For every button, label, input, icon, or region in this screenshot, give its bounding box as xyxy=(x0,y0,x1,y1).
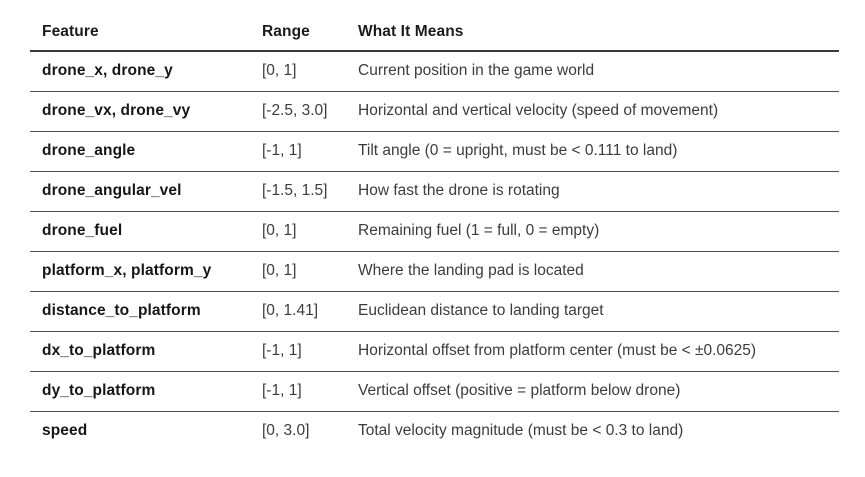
range-cell: [0, 1] xyxy=(262,251,358,292)
range-cell: [-1.5, 1.5] xyxy=(262,171,358,212)
feature-name-cell: dx_to_platform xyxy=(30,331,262,372)
header-row: Feature Range What It Means xyxy=(30,13,839,52)
feature-name-cell: dy_to_platform xyxy=(30,371,262,412)
meaning-cell: Horizontal and vertical velocity (speed … xyxy=(358,91,839,132)
feature-name-cell: distance_to_platform xyxy=(30,291,262,332)
table-row: dy_to_platform [-1, 1] Vertical offset (… xyxy=(30,371,839,412)
column-header-meaning: What It Means xyxy=(358,13,839,52)
column-header-range: Range xyxy=(262,13,358,52)
table-row: distance_to_platform [0, 1.41] Euclidean… xyxy=(30,291,839,332)
feature-name-cell: drone_x, drone_y xyxy=(30,51,262,92)
table-row: drone_angle [-1, 1] Tilt angle (0 = upri… xyxy=(30,131,839,172)
table-row: drone_angular_vel [-1.5, 1.5] How fast t… xyxy=(30,171,839,212)
table-row: drone_vx, drone_vy [-2.5, 3.0] Horizonta… xyxy=(30,91,839,132)
range-cell: [0, 1] xyxy=(262,211,358,252)
table-row: drone_fuel [0, 1] Remaining fuel (1 = fu… xyxy=(30,211,839,252)
table-body: drone_x, drone_y [0, 1] Current position… xyxy=(30,51,839,451)
table-header: Feature Range What It Means xyxy=(30,13,839,52)
feature-name-cell: drone_fuel xyxy=(30,211,262,252)
feature-table-container: Feature Range What It Means drone_x, dro… xyxy=(30,13,839,451)
feature-table: Feature Range What It Means drone_x, dro… xyxy=(30,13,839,451)
feature-name-cell: drone_vx, drone_vy xyxy=(30,91,262,132)
feature-name-cell: drone_angular_vel xyxy=(30,171,262,212)
meaning-cell: Vertical offset (positive = platform bel… xyxy=(358,371,839,412)
table-row: speed [0, 3.0] Total velocity magnitude … xyxy=(30,411,839,451)
meaning-cell: How fast the drone is rotating xyxy=(358,171,839,212)
feature-name-cell: speed xyxy=(42,422,88,440)
table-row: platform_x, platform_y [0, 1] Where the … xyxy=(30,251,839,292)
range-cell: [0, 3.0] xyxy=(262,422,310,440)
meaning-cell: Horizontal offset from platform center (… xyxy=(358,331,839,372)
range-cell: [-1, 1] xyxy=(262,371,358,412)
feature-name-cell: platform_x, platform_y xyxy=(30,251,262,292)
meaning-cell: Euclidean distance to landing target xyxy=(358,291,839,332)
meaning-cell: Total velocity magnitude (must be < 0.3 … xyxy=(358,422,684,440)
range-cell: [-1, 1] xyxy=(262,331,358,372)
meaning-cell: Where the landing pad is located xyxy=(358,251,839,292)
range-cell: [-2.5, 3.0] xyxy=(262,91,358,132)
meaning-cell: Remaining fuel (1 = full, 0 = empty) xyxy=(358,211,839,252)
table-row: drone_x, drone_y [0, 1] Current position… xyxy=(30,51,839,92)
meaning-cell: Tilt angle (0 = upright, must be < 0.111… xyxy=(358,131,839,172)
meaning-cell: Current position in the game world xyxy=(358,51,839,92)
table-row: dx_to_platform [-1, 1] Horizontal offset… xyxy=(30,331,839,372)
range-cell: [-1, 1] xyxy=(262,131,358,172)
range-cell: [0, 1.41] xyxy=(262,291,358,332)
column-header-feature: Feature xyxy=(30,13,262,52)
range-cell: [0, 1] xyxy=(262,51,358,92)
feature-name-cell: drone_angle xyxy=(30,131,262,172)
